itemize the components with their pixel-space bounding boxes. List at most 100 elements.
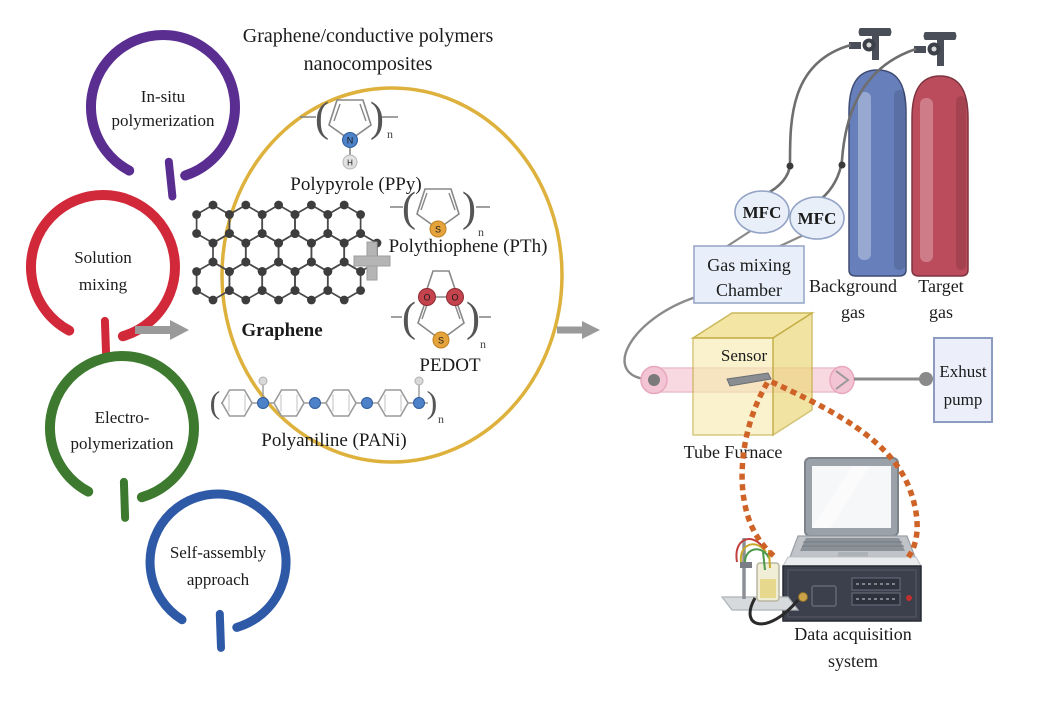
wire-green xyxy=(744,548,770,563)
exhaust-pump: Exhust pump xyxy=(933,337,993,423)
paren-open: ( xyxy=(402,185,416,231)
arrow-head xyxy=(582,321,600,339)
right-arrow-icon xyxy=(557,321,600,339)
pump-box xyxy=(933,337,993,423)
double-bond xyxy=(333,103,341,122)
paren-close: ) xyxy=(370,95,384,141)
repeat-subscript: n xyxy=(478,225,484,239)
gas-line-fitting xyxy=(838,161,846,169)
ring-end-tick xyxy=(215,609,225,652)
nitrogen-atom xyxy=(309,397,321,409)
screen-glare xyxy=(812,466,870,528)
sulfur-atom xyxy=(429,220,447,238)
mfc-chamber-line xyxy=(725,229,753,248)
cell-cable xyxy=(748,597,800,626)
tube-outlet-cone xyxy=(835,370,850,390)
figure-title-line1: Graphene/conductive polymers xyxy=(243,25,494,47)
hex-cell xyxy=(289,256,334,306)
background-gas-label-line1: Background xyxy=(809,276,897,296)
valve-knob xyxy=(949,32,957,40)
data-acquisition-system: Data acquisition system xyxy=(720,457,922,671)
cylinder-shadow xyxy=(956,96,966,270)
valve-gauge-face xyxy=(931,46,937,52)
cylinder-shadow xyxy=(894,90,905,270)
method-label-line1: In-situ xyxy=(141,87,186,106)
benzene-ring xyxy=(325,389,357,417)
sensor-daq-dotted-link-left xyxy=(739,381,778,560)
arrow-head xyxy=(170,320,189,340)
oxygen-atom xyxy=(418,288,436,306)
target-gas-label-line2: gas xyxy=(929,302,953,322)
instrument-top xyxy=(782,556,922,567)
valve-handle xyxy=(859,28,891,36)
paren-open: ( xyxy=(315,95,329,141)
nitrogen-atom xyxy=(361,397,373,409)
benzene-ring xyxy=(377,389,409,417)
oxygen-atom xyxy=(446,288,464,306)
valve-gauge-face xyxy=(866,42,872,48)
polythiophene-label: Polythiophene (PTh) xyxy=(389,236,548,257)
hydrogen-atom xyxy=(414,376,424,386)
cylinder-body xyxy=(911,75,969,277)
target-gas-label-line1: Target xyxy=(918,276,963,296)
method-label-line1: Solution xyxy=(74,248,132,267)
cylinder-highlight xyxy=(920,98,933,262)
polyaniline-structure: ( ) n Polyaniline (PANi) xyxy=(210,376,444,451)
vial-liquid xyxy=(760,579,776,598)
polypyrrole-label: Polypyrole (PPy) xyxy=(290,174,421,195)
gas-line-fitting xyxy=(786,162,794,170)
sulfur-label: S xyxy=(435,225,441,235)
tube-right-cap xyxy=(829,365,855,395)
paren-close: ) xyxy=(427,384,438,420)
method-label-line2: approach xyxy=(187,570,250,589)
chamber-tube-line xyxy=(623,295,697,381)
cylinder-highlight xyxy=(858,92,871,260)
mfc-right: MFC xyxy=(789,196,845,240)
mfc-label: MFC xyxy=(743,203,782,222)
method-label-line1: Self-assembly xyxy=(170,543,267,562)
hex-cell xyxy=(191,256,235,306)
pump-label-line1: Exhust xyxy=(939,362,987,381)
background-gas-label-line2: gas xyxy=(841,302,865,322)
polythiophene-structure: ( ) S n Polythiophene (PTh) xyxy=(389,185,548,257)
background-gas-cylinder xyxy=(848,28,907,277)
nitrogen-atom xyxy=(257,397,269,409)
furnace-front-face xyxy=(692,337,774,436)
target-gas-cylinder xyxy=(911,32,969,277)
method-label-line2: polymerization xyxy=(71,434,174,453)
repeat-subscript: n xyxy=(387,127,393,141)
laptop-keyboard xyxy=(800,538,905,551)
repeat-subscript: n xyxy=(480,337,486,351)
valve-outlet xyxy=(914,46,926,53)
ring-arc xyxy=(85,30,240,181)
valve-handle xyxy=(924,32,956,40)
double-bond xyxy=(420,192,428,211)
graphene-lattice: Graphene xyxy=(191,199,383,341)
electrode xyxy=(762,551,766,571)
sensor-daq-dotted-link-right xyxy=(770,379,920,564)
ring-arc xyxy=(145,489,291,632)
valve-knob xyxy=(884,28,892,36)
exhaust-fitting xyxy=(919,372,933,386)
method-label-line1: Electro- xyxy=(95,408,150,427)
paren-open: ( xyxy=(210,384,221,420)
gas-mixing-chamber: Gas mixing Chamber xyxy=(693,245,805,304)
valve-outlet xyxy=(849,42,861,49)
polypyrrole-structure: ( ) N H n Polypyrole (PPy) xyxy=(290,95,421,195)
paren-open: ( xyxy=(402,295,416,341)
ring-arc xyxy=(44,351,199,503)
daq-label-line2: system xyxy=(828,651,878,671)
wire-red xyxy=(735,538,763,563)
pump-label-line2: pump xyxy=(944,390,983,409)
tube-furnace: Sensor Tube Furnace xyxy=(684,311,815,462)
left-arrow-icon xyxy=(135,320,189,340)
ring-end-tick xyxy=(119,477,130,522)
valve-stem xyxy=(937,40,944,66)
plus-icon xyxy=(353,241,391,281)
method-ring-self-assembly: Self-assembly approach xyxy=(145,489,291,652)
benzene-ring xyxy=(273,389,305,417)
figure-title-line2: nanocomposites xyxy=(304,53,433,75)
mfc-left: MFC xyxy=(734,190,790,234)
oxygen-label: O xyxy=(451,293,458,303)
